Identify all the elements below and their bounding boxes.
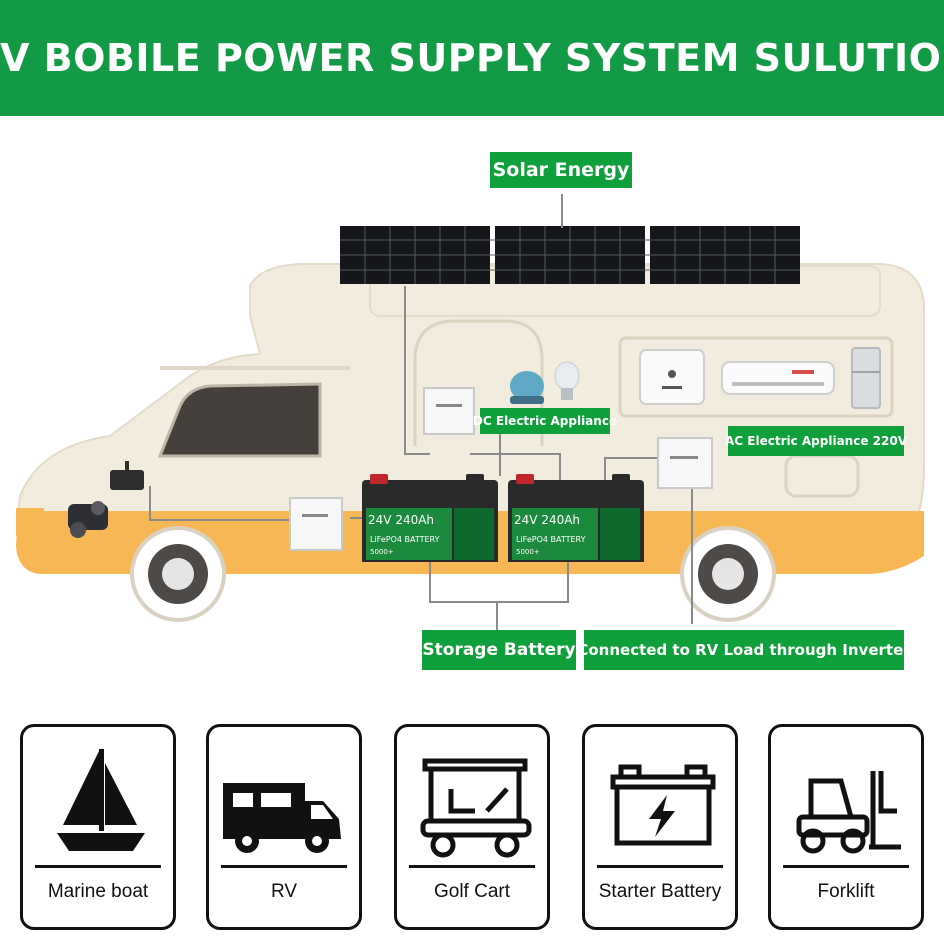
- dc-dc-charger: [289, 497, 343, 551]
- ac-appliance-label: AC Electric Appliance 220V: [725, 426, 907, 456]
- inverter-load-label: Connected to RV Load through Inverter: [577, 630, 911, 670]
- application-label: RV: [270, 881, 298, 902]
- solar-panels: [340, 226, 800, 284]
- wiring: [149, 194, 693, 630]
- application-card-forklift: Forklift: [768, 724, 924, 930]
- application-label: Marine boat: [47, 881, 149, 902]
- battery-capacity: 240Ah: [395, 513, 435, 527]
- battery-voltage: 24V: [368, 513, 392, 527]
- bulb-icon: [554, 361, 580, 400]
- fan-icon: [510, 371, 544, 404]
- appliance-cabinet: [618, 336, 894, 418]
- battery-2-cycles: 5000+: [516, 548, 540, 556]
- page-header: RV BOBILE POWER SUPPLY SYSTEM SULUTION: [0, 0, 944, 116]
- rv-door: [413, 319, 544, 446]
- applications-row: Marine boat RV Golf Cart: [0, 724, 944, 934]
- car-battery-icon: [610, 764, 716, 846]
- application-label: Starter Battery: [598, 881, 722, 902]
- application-label: Golf Cart: [433, 881, 511, 902]
- battery-capacity: 240Ah: [541, 513, 581, 527]
- dc-appliance-label: DC Electric Appliance: [473, 408, 617, 434]
- power-outlet-icon: [639, 349, 705, 405]
- rv-icon: [223, 783, 341, 853]
- rv-power-diagram: 24V 240Ah LiFePO4 BATTERY 5000+ 24V 240A…: [0, 116, 944, 706]
- dashcam-icon: [110, 461, 144, 490]
- application-card-golf-cart: Golf Cart: [394, 724, 550, 930]
- forklift-icon: [796, 771, 901, 854]
- application-card-starter-battery: Starter Battery: [582, 724, 738, 930]
- rear-wheel: [680, 526, 776, 622]
- refrigerator-icon: [851, 347, 881, 409]
- golf-cart-icon: [420, 758, 532, 858]
- battery-1: [362, 474, 498, 562]
- solar-energy-label: Solar Energy: [490, 152, 632, 188]
- sailboat-icon: [57, 749, 145, 851]
- card-divider: [35, 865, 161, 868]
- battery-1-rating: 24V 240Ah: [368, 513, 434, 527]
- application-card-rv: RV: [206, 724, 362, 930]
- application-card-marine-boat: Marine boat: [20, 724, 176, 930]
- card-divider: [409, 865, 535, 868]
- rv-illustration: [16, 194, 925, 630]
- battery-1-type: LiFePO4 BATTERY: [370, 535, 440, 544]
- engine-icon: [68, 501, 108, 538]
- card-divider: [783, 865, 909, 868]
- inverter: [657, 437, 713, 489]
- charge-controller: [423, 387, 475, 435]
- battery-2-type: LiFePO4 BATTERY: [516, 535, 586, 544]
- page-title: RV BOBILE POWER SUPPLY SYSTEM SULUTION: [0, 36, 944, 80]
- battery-voltage: 24V: [514, 513, 538, 527]
- cab-window: [157, 382, 322, 458]
- card-divider: [221, 865, 347, 868]
- battery-2: [508, 474, 644, 562]
- storage-battery-label: Storage Battery: [422, 630, 576, 670]
- battery-2-rating: 24V 240Ah: [514, 513, 580, 527]
- card-divider: [597, 865, 723, 868]
- application-label: Forklift: [817, 881, 875, 902]
- front-wheel: [130, 526, 226, 622]
- air-conditioner-icon: [721, 361, 835, 395]
- battery-1-cycles: 5000+: [370, 548, 394, 556]
